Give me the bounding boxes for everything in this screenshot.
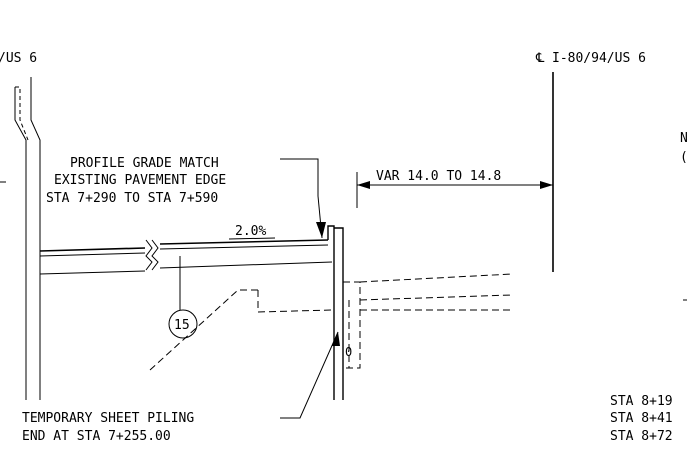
piling-note-line1: TEMPORARY SHEET PILING xyxy=(22,411,194,426)
profile-note-line3: STA 7+290 TO STA 7+590 xyxy=(46,191,218,206)
piling-leader xyxy=(280,331,339,419)
piling-arrowhead xyxy=(332,332,340,346)
var-arrow-left xyxy=(357,181,370,189)
var-dimension-label: VAR 14.0 TO 14.8 xyxy=(376,169,501,184)
slope-underline xyxy=(228,237,276,240)
profile-note-line2: EXISTING PAVEMENT EDGE xyxy=(54,173,226,188)
right-partial-1: N xyxy=(680,131,687,146)
left-wall xyxy=(14,77,41,400)
callout-number: 15 xyxy=(174,318,190,333)
centerline-symbol: ℄ xyxy=(535,51,545,66)
pile-mark: 0 xyxy=(345,345,352,359)
profile-arrowhead xyxy=(316,222,326,238)
profile-note-line1: PROFILE GRADE MATCH xyxy=(70,156,219,171)
piling-note-line2: END AT STA 7+255.00 xyxy=(22,429,171,444)
station-1: STA 8+19 xyxy=(610,394,673,409)
station-3: STA 8+72 xyxy=(610,429,673,444)
edge-barrier xyxy=(327,225,344,400)
centerline-route-label: I-80/94/US 6 xyxy=(552,51,646,66)
profile-leader xyxy=(280,158,323,239)
var-arrow-right xyxy=(540,181,553,189)
station-2: STA 8+41 xyxy=(610,411,673,426)
dashed-future-lines xyxy=(149,273,513,371)
pavement-slab xyxy=(39,239,333,275)
right-partial-2: ( xyxy=(680,150,687,165)
callout-circle xyxy=(168,309,198,339)
slope-label: 2.0% xyxy=(235,224,266,239)
left-route-label: /US 6 xyxy=(0,51,37,66)
